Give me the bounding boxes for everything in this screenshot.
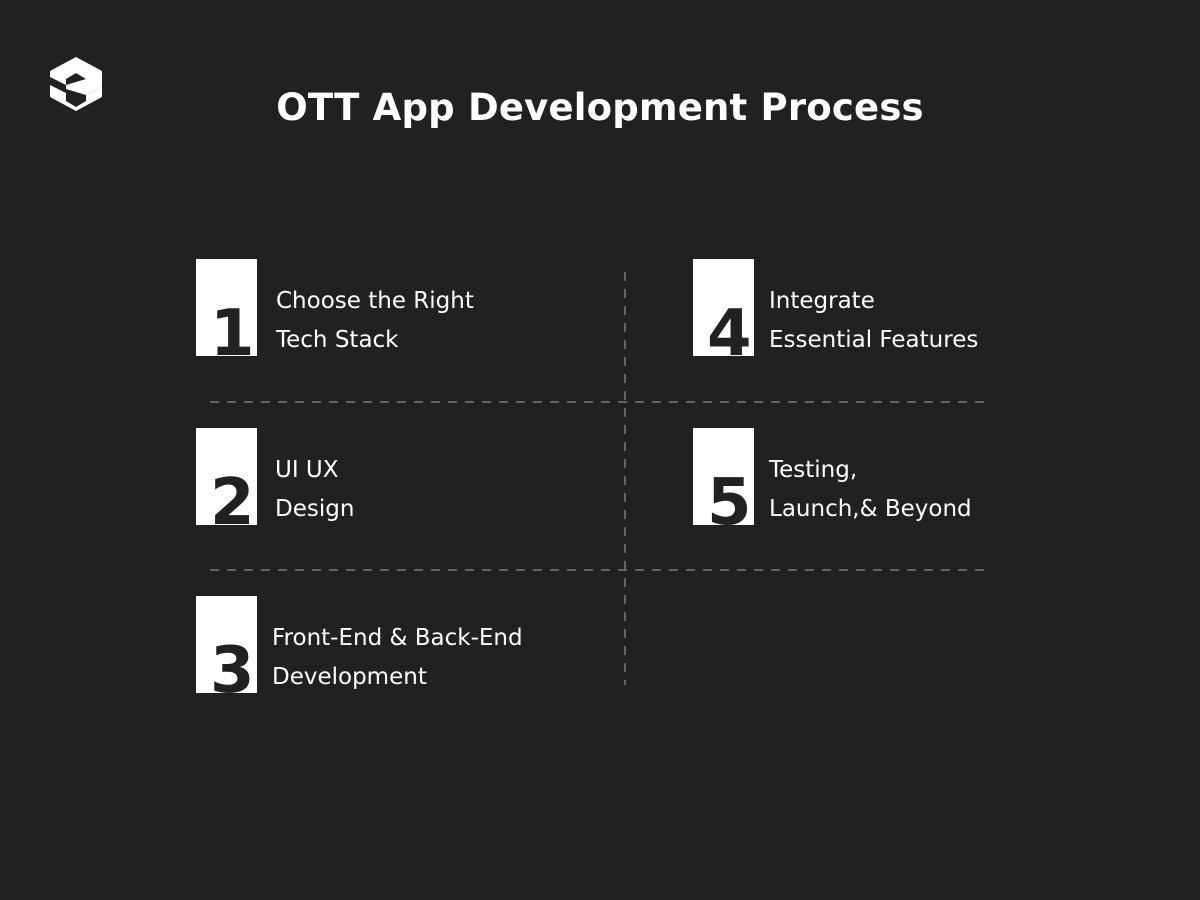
step-label: Front-End & Back-End Development bbox=[272, 619, 523, 697]
step-number: 2 bbox=[210, 466, 255, 525]
step-label-line-2: Launch,& Beyond bbox=[769, 496, 972, 522]
step-label-line-1: Choose the Right bbox=[276, 288, 474, 314]
step-label-line-2: Development bbox=[272, 664, 427, 690]
step-label: Testing, Launch,& Beyond bbox=[769, 451, 972, 529]
brand-logo-icon bbox=[50, 57, 102, 111]
step-number-box: 4 bbox=[693, 259, 754, 356]
step-number: 1 bbox=[210, 297, 255, 356]
step-number-box: 3 bbox=[196, 596, 257, 693]
page-title: OTT App Development Process bbox=[276, 86, 924, 129]
step-label: Integrate Essential Features bbox=[769, 282, 978, 360]
step-label-line-1: UI UX bbox=[275, 457, 339, 483]
step-number: 3 bbox=[210, 634, 255, 693]
step-label-line-2: Design bbox=[275, 496, 355, 522]
step-number: 5 bbox=[707, 466, 752, 525]
step-number: 4 bbox=[707, 297, 752, 356]
step-number-box: 5 bbox=[693, 428, 754, 525]
step-label-line-1: Front-End & Back-End bbox=[272, 625, 523, 651]
step-label: UI UX Design bbox=[275, 451, 354, 529]
step-label-line-2: Essential Features bbox=[769, 327, 979, 353]
step-number-box: 1 bbox=[196, 259, 257, 356]
step-number-box: 2 bbox=[196, 428, 257, 525]
step-label-line-1: Integrate bbox=[769, 288, 875, 314]
step-label-line-1: Testing, bbox=[769, 457, 858, 483]
step-label-line-2: Tech Stack bbox=[276, 327, 399, 353]
step-label: Choose the Right Tech Stack bbox=[276, 282, 474, 360]
